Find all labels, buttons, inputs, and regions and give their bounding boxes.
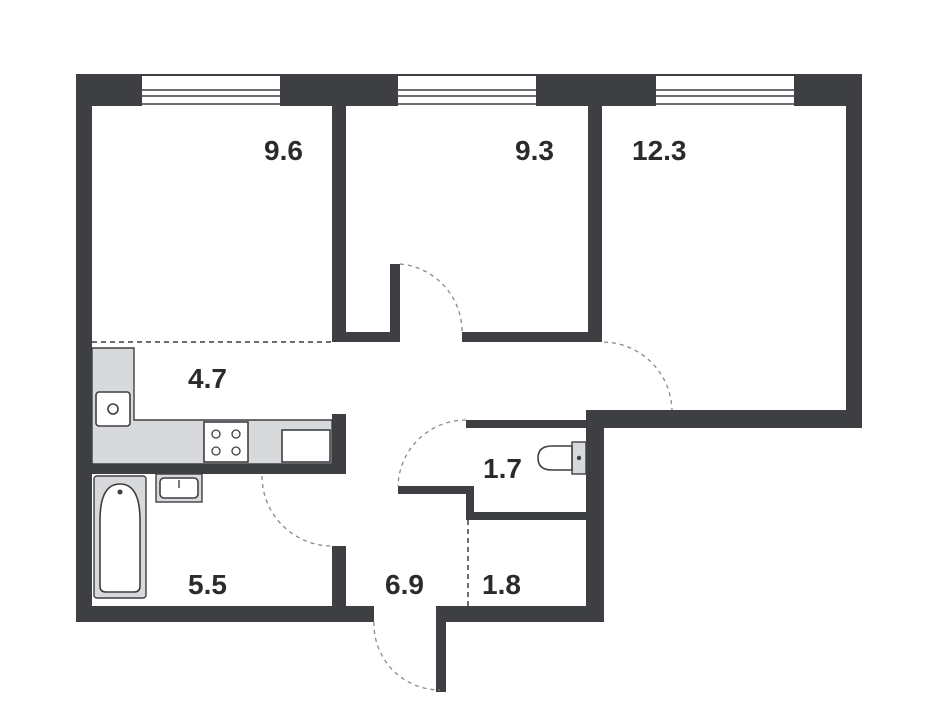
wall-bedrooms-divider — [332, 104, 346, 342]
wall-living-bottom — [590, 410, 862, 428]
outer-wall-left — [76, 74, 92, 622]
wall-middle-door-jamb — [390, 264, 400, 342]
area-label-bedroom-middle: 9.3 — [515, 135, 554, 166]
bathtub-drain-icon — [117, 489, 123, 495]
area-label-toilet: 1.7 — [483, 453, 522, 484]
wall-middle-bottom-right — [462, 332, 602, 342]
wall-kitchen-stub — [332, 414, 346, 474]
stove-burner-icon — [211, 446, 221, 456]
wall-toilet-top — [466, 420, 604, 428]
door-arc-toilet — [397, 419, 467, 487]
doors — [261, 263, 673, 691]
outer-wall-right — [846, 74, 862, 428]
room-labels: 9.6 9.3 12.3 4.7 1.7 5.5 6.9 1.8 — [188, 135, 687, 600]
kitchen-counter — [91, 347, 333, 465]
kitchen-sink-drain — [107, 403, 119, 415]
stove — [203, 421, 249, 463]
area-label-hallway: 6.9 — [385, 569, 424, 600]
bathtub-basin — [99, 483, 141, 593]
toilet-bowl — [537, 445, 573, 471]
bathroom-fixtures — [93, 473, 203, 599]
windows — [142, 76, 794, 106]
wall-toilet-door-stub — [398, 486, 474, 494]
door-arc-entry — [373, 621, 441, 691]
window-bedroom-middle — [398, 76, 536, 106]
wall-toilet-left — [466, 486, 474, 520]
outer-wall-bottom-left — [76, 606, 374, 622]
toilet-fixture — [537, 441, 587, 475]
area-label-living-room: 12.3 — [632, 135, 687, 166]
door-arc-middle-bedroom — [399, 263, 463, 335]
wall-toilet-bottom — [466, 512, 604, 520]
window-living-room — [656, 76, 794, 106]
wall-middle-living-divider — [588, 104, 602, 342]
wall-kitchen-bath — [92, 464, 346, 474]
toilet-flush-icon — [576, 455, 582, 461]
wall-bath-right — [332, 546, 346, 622]
area-label-bedroom-left: 9.6 — [264, 135, 303, 166]
kitchen-appliance — [281, 429, 331, 463]
outer-wall-bottom-right — [444, 606, 604, 622]
stove-burner-icon — [231, 446, 241, 456]
area-label-kitchen: 4.7 — [188, 363, 227, 394]
wall-middle-bottom-left — [332, 332, 394, 342]
window-bedroom-left — [142, 76, 280, 106]
stove-burner-icon — [211, 429, 221, 439]
door-arc-living-room — [603, 341, 673, 411]
area-label-bathroom: 5.5 — [188, 569, 227, 600]
area-label-storage: 1.8 — [482, 569, 521, 600]
stove-burner-icon — [231, 429, 241, 439]
door-arc-bathroom — [261, 475, 333, 547]
wall-entry-jamb — [436, 606, 446, 692]
kitchen-countertop — [91, 347, 333, 465]
